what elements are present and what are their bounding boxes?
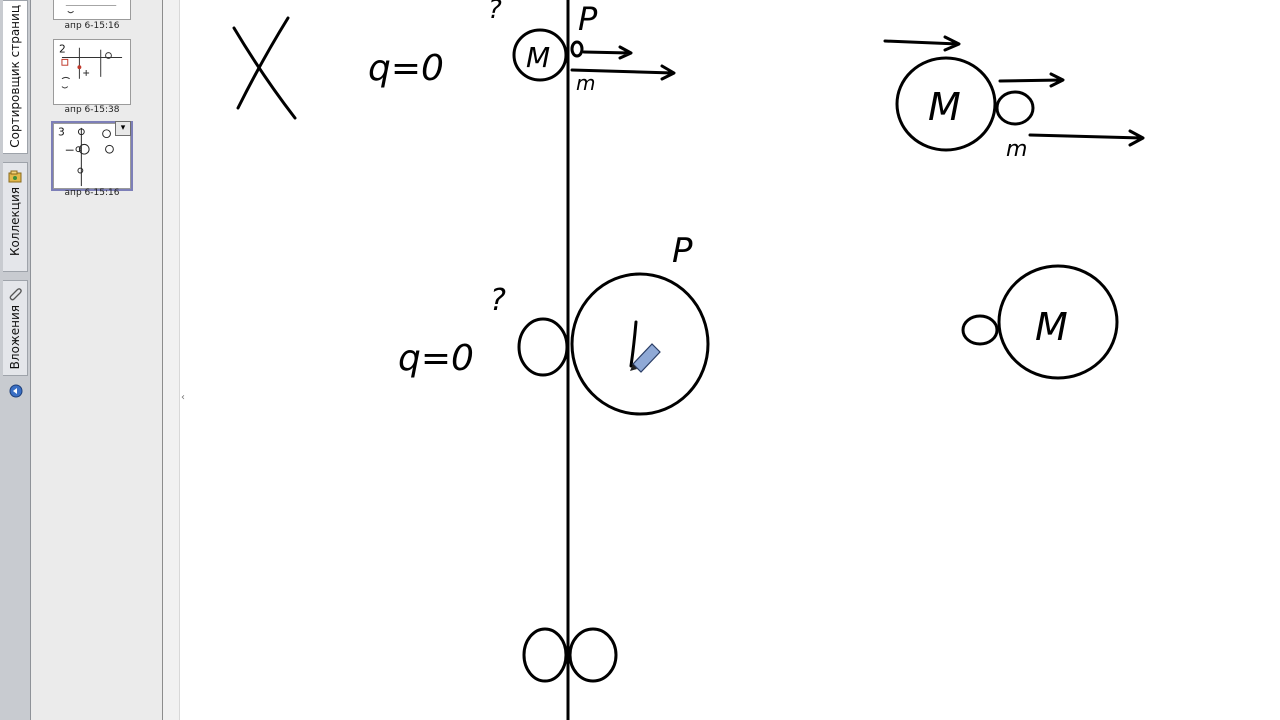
small-charge-circle bbox=[517, 317, 569, 377]
thumbnail-caption: апр 6-15:16 bbox=[64, 188, 120, 198]
paperclip-icon bbox=[9, 288, 22, 301]
page-2-preview: 2 bbox=[59, 43, 123, 89]
page-1-preview bbox=[65, 4, 117, 14]
pen-cursor-icon bbox=[630, 343, 661, 373]
arrow bbox=[883, 35, 961, 52]
small-charge-circle bbox=[522, 627, 568, 683]
thumbnail-page-number: 2 bbox=[59, 43, 66, 56]
small-charge-circle bbox=[995, 90, 1035, 126]
charge-zero-label: q=0 bbox=[398, 338, 474, 379]
panel-splitter-handle[interactable]: ‹ bbox=[181, 392, 185, 403]
large-charge-circle bbox=[997, 264, 1119, 380]
large-charge-circle bbox=[570, 272, 710, 416]
mass-label: M bbox=[526, 41, 550, 74]
gallery-icon bbox=[8, 170, 22, 183]
ink-stroke bbox=[629, 320, 638, 368]
small-charge-circle bbox=[961, 314, 999, 346]
question-mark: ? bbox=[488, 0, 502, 25]
cross-mark-stroke bbox=[232, 26, 297, 120]
thumbnail-page-number: 3 bbox=[58, 126, 65, 139]
large-charge-circle bbox=[895, 56, 997, 152]
canvas-gutter bbox=[163, 0, 180, 720]
tab-attachments[interactable]: Вложения bbox=[3, 280, 28, 376]
arrow bbox=[1028, 129, 1145, 147]
tab-gallery[interactable]: Коллекция bbox=[3, 162, 28, 272]
cross-mark-stroke bbox=[236, 16, 290, 110]
page-thumbnail[interactable] bbox=[53, 0, 131, 20]
chevron-down-icon: ▾ bbox=[120, 123, 126, 133]
mass-label: m bbox=[576, 71, 595, 95]
page-3-preview: 3 bbox=[58, 126, 114, 187]
mass-label: M bbox=[928, 85, 961, 129]
p-label: P bbox=[578, 0, 598, 38]
thumbnail-caption: апр 6-15:16 bbox=[64, 21, 120, 31]
tab-page-sorter[interactable]: Сортировщик страниц bbox=[3, 0, 28, 154]
thumbnail-caption: апр 6-15:38 bbox=[64, 105, 120, 115]
thumbnail-menu-button[interactable]: ▾ bbox=[115, 121, 131, 136]
mass-label: M bbox=[1035, 305, 1068, 349]
mass-label: m bbox=[1006, 137, 1027, 162]
page-thumbnail[interactable]: 2 bbox=[53, 39, 131, 105]
arrow bbox=[998, 72, 1065, 88]
properties-icon bbox=[9, 384, 22, 398]
small-charge-circle bbox=[568, 627, 618, 683]
charge-zero-label: q=0 bbox=[368, 48, 444, 89]
large-charge-circle bbox=[512, 28, 568, 82]
arrow bbox=[582, 45, 633, 60]
properties-button[interactable] bbox=[3, 382, 28, 402]
question-mark: ? bbox=[490, 283, 506, 318]
page-sorter-panel: апр 6-15:16 2 апр 6-15:38 3 ▾ bbox=[31, 0, 185, 720]
small-charge-circle bbox=[570, 40, 584, 58]
p-label: P bbox=[672, 231, 693, 271]
side-tab-strip: Сортировщик страниц Коллекция Вложения bbox=[0, 0, 31, 720]
arrow bbox=[570, 64, 676, 81]
